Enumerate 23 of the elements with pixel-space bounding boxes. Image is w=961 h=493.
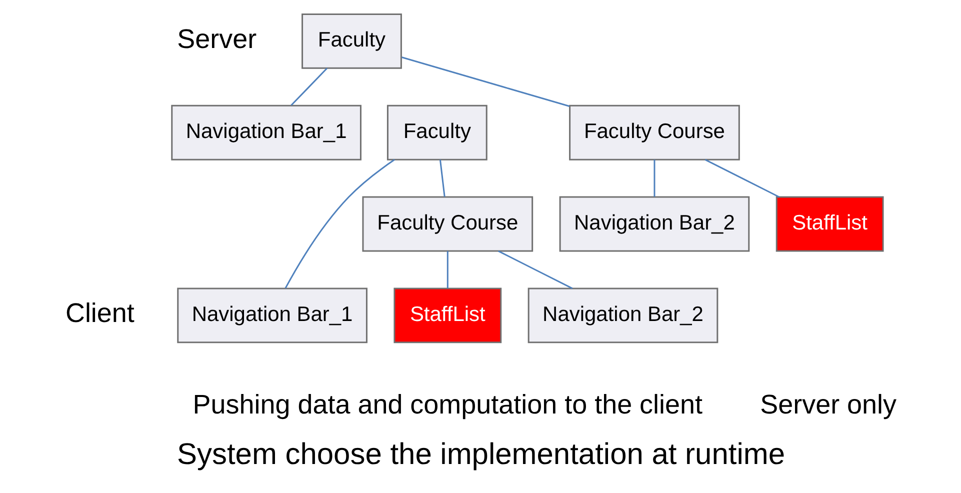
caption: System choose the implementation at runtime bbox=[176, 438, 784, 471]
label: Server only bbox=[760, 389, 896, 420]
connector bbox=[446, 251, 448, 288]
connector bbox=[653, 160, 655, 197]
label: Server bbox=[176, 24, 256, 54]
node-box: StaffList bbox=[393, 288, 502, 344]
node-box: Navigation Bar_1 bbox=[170, 104, 361, 160]
node-box: Faculty bbox=[301, 13, 402, 69]
label: Client bbox=[64, 298, 134, 328]
connector bbox=[438, 160, 445, 197]
connector bbox=[704, 159, 780, 198]
connector bbox=[498, 250, 572, 290]
node-box: StaffList bbox=[775, 196, 884, 252]
label: Pushing data and computation to the client bbox=[192, 389, 702, 420]
node-box: Navigation Bar_2 bbox=[527, 288, 718, 344]
node-box: Faculty bbox=[386, 104, 487, 160]
node-box: Faculty Course bbox=[568, 104, 740, 160]
node-box: Faculty Course bbox=[362, 196, 533, 252]
connector bbox=[401, 56, 570, 107]
node-box: Navigation Bar_1 bbox=[176, 288, 367, 344]
node-box: Navigation Bar_2 bbox=[558, 196, 750, 252]
connector bbox=[290, 68, 328, 106]
connector bbox=[284, 159, 394, 289]
